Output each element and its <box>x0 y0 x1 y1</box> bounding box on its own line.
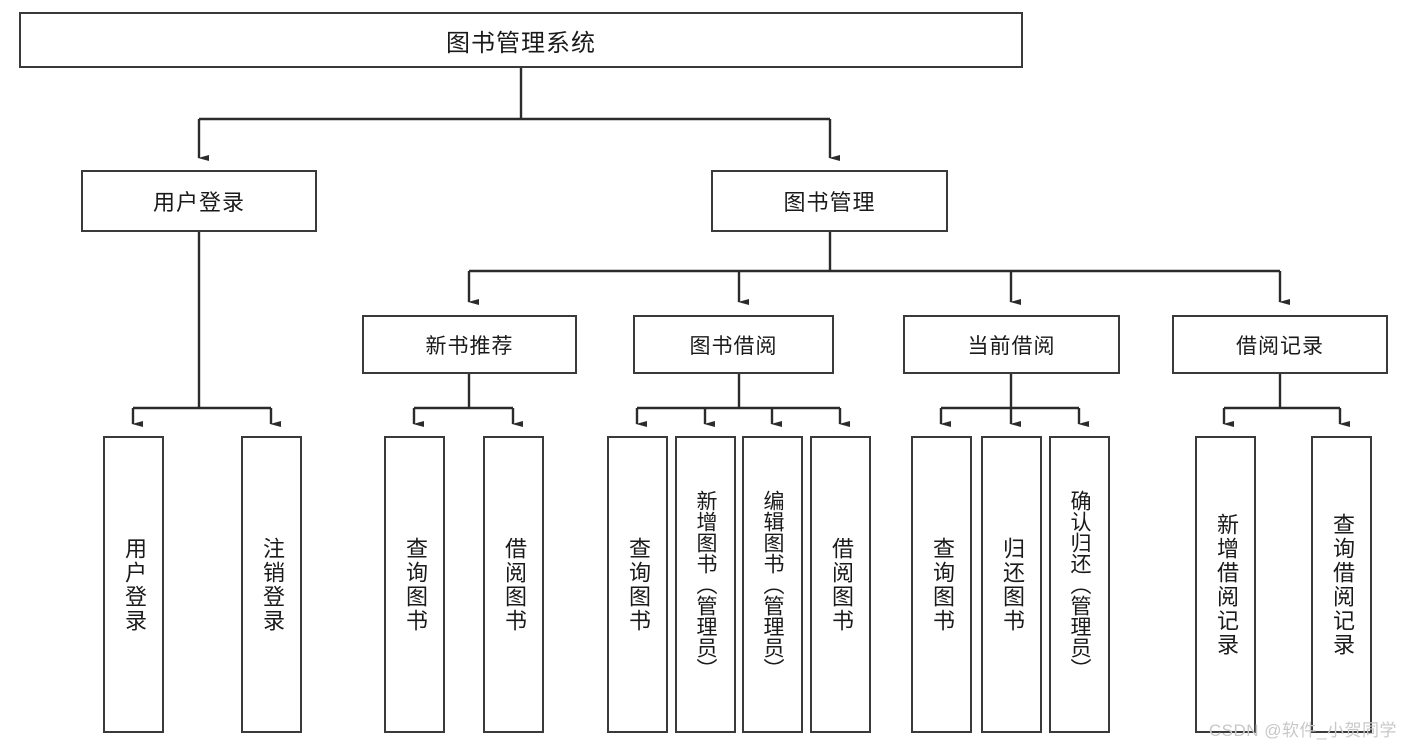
node-label: 新书推荐 <box>425 334 514 358</box>
node-label: 归还图书 <box>999 536 1025 633</box>
node-leaf-query-book-1[interactable]: 查询图书 <box>384 436 445 733</box>
node-leaf-borrow-book-2[interactable]: 借阅图书 <box>810 436 871 733</box>
node-root-system[interactable]: 图书管理系统 <box>19 12 1023 68</box>
node-label: 确认归还（管理员） <box>1068 490 1091 679</box>
node-leaf-return-book[interactable]: 归还图书 <box>981 436 1042 733</box>
node-label: 图书管理 <box>783 190 876 215</box>
node-label: 图书借阅 <box>689 334 778 358</box>
node-leaf-confirm-return[interactable]: 确认归还（管理员） <box>1049 436 1110 733</box>
node-user-login[interactable]: 用户登录 <box>81 170 317 232</box>
node-label: 查询图书 <box>402 536 428 633</box>
node-label: 查询图书 <box>929 536 955 633</box>
node-borrow-record[interactable]: 借阅记录 <box>1172 315 1388 374</box>
node-leaf-query-book-2[interactable]: 查询图书 <box>607 436 668 733</box>
node-new-book-recommend[interactable]: 新书推荐 <box>362 315 577 374</box>
node-leaf-borrow-book-1[interactable]: 借阅图书 <box>483 436 544 733</box>
node-label: 查询借阅记录 <box>1329 512 1355 657</box>
node-current-borrow[interactable]: 当前借阅 <box>903 315 1120 374</box>
node-leaf-add-record[interactable]: 新增借阅记录 <box>1195 436 1256 733</box>
node-leaf-add-book[interactable]: 新增图书（管理员） <box>675 436 736 733</box>
node-label: 当前借阅 <box>967 334 1056 358</box>
node-label: 查询图书 <box>625 536 651 633</box>
node-label: 图书管理系统 <box>446 29 596 57</box>
node-leaf-query-book-3[interactable]: 查询图书 <box>911 436 972 733</box>
node-label: 编辑图书（管理员） <box>761 490 784 679</box>
node-label: 借阅记录 <box>1236 334 1324 358</box>
node-label: 用户登录 <box>152 190 245 215</box>
node-label: 新增借阅记录 <box>1213 512 1239 657</box>
node-label: 借阅图书 <box>828 536 854 633</box>
node-book-management[interactable]: 图书管理 <box>711 170 948 232</box>
node-label: 新增图书（管理员） <box>694 490 717 679</box>
node-label: 注销登录 <box>259 536 285 633</box>
node-leaf-logout-login[interactable]: 注销登录 <box>241 436 302 733</box>
node-label: 用户登录 <box>121 536 147 633</box>
csdn-watermark: CSDN @软件_小贺同学 <box>1208 721 1397 740</box>
node-leaf-query-record[interactable]: 查询借阅记录 <box>1311 436 1372 733</box>
node-label: 借阅图书 <box>501 536 527 633</box>
node-leaf-user-login[interactable]: 用户登录 <box>103 436 164 733</box>
node-leaf-edit-book[interactable]: 编辑图书（管理员） <box>742 436 803 733</box>
node-book-borrow[interactable]: 图书借阅 <box>633 315 834 374</box>
